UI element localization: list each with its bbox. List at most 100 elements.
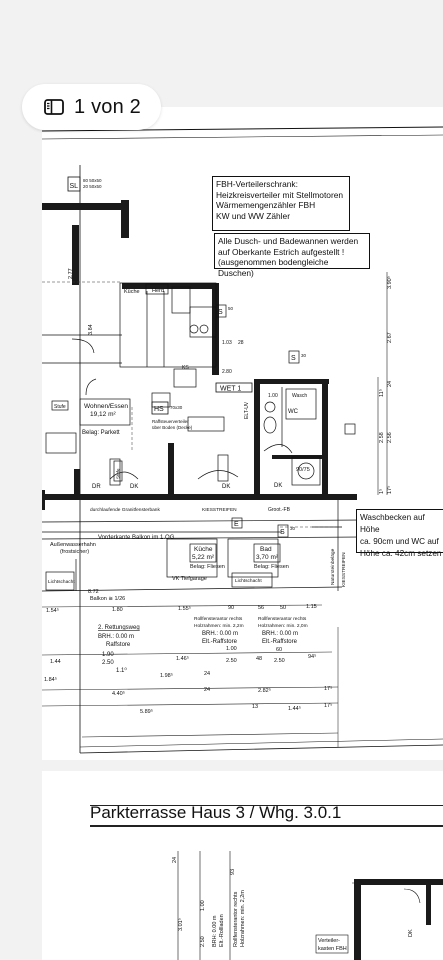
dim-vert-0: 3.90⁵ [386, 276, 393, 289]
dim-vert-2: 2.56 [387, 432, 393, 443]
dim-top-2: 2.80 [222, 369, 232, 375]
page2-title-top-rule [90, 805, 443, 806]
fbh-note: FBH-Verteilerschrank: Heizkreisverteiler… [212, 176, 350, 231]
p2-brh-1: BRH: 0.00 m [212, 915, 218, 947]
label-brh2-line3: BRH.: 0.00 m [202, 631, 238, 637]
dim-row1-1: 1.54⁵ [46, 607, 59, 614]
wasch-note-line-2: ca. 90cm und WC auf [360, 537, 439, 546]
p2-verteiler-2: kasten FBH [318, 946, 347, 952]
label-brh1-line1: BRH.: 0.00 m [98, 634, 134, 640]
label-s-mid: S [291, 355, 296, 362]
p2-rollf-2: Holzrahmen: min. 2,2m [240, 890, 246, 947]
label-s-mid-dims: 30 [301, 353, 307, 358]
label-brh3-line4: Elt.-Raffstore [262, 639, 298, 645]
dim-row6-3: 17⁵ [324, 702, 332, 709]
room-wohnen-floor: Belag: Parkett [82, 430, 120, 436]
dim-vert-5: 24 [387, 381, 393, 387]
label-bad-small: 1.00 [268, 393, 278, 399]
p2-dim-v-2: 2.50 [200, 936, 206, 947]
dim-row3-2: 48 [256, 656, 262, 662]
label-elt-uv: ELT-UV [244, 401, 250, 419]
room-kueche-name: Küche [194, 546, 213, 553]
page-indicator-button[interactable]: 1 von 2 [22, 84, 162, 130]
p2-dim-v-4: 24 [172, 857, 178, 863]
label-dk-right: DK [274, 483, 282, 489]
dim-row1-7: 1.15 [306, 604, 317, 610]
label-sl: SL [70, 183, 79, 190]
document-page-2[interactable]: Parkterrasse Haus 3 / Whg. 3.0.1 3.01⁵ 1… [42, 771, 443, 960]
dim-row6-1: 13 [252, 704, 258, 710]
label-s-bot: S [280, 529, 285, 536]
dusch-note-line-1: Alle Dusch- und Badewannen werden [218, 236, 359, 246]
dim-row3-1: 2.50 [226, 658, 237, 664]
dim-row4-2: 1.98⁵ [160, 672, 173, 679]
dim-row3-5: 94⁵ [308, 653, 316, 660]
label-naturstein: Natursteinbeläge [330, 548, 336, 585]
dim-top-1: 1.03 [222, 340, 232, 346]
label-brh2-line4: Elt.-Raffstore [202, 639, 238, 645]
dim-row4-0: 1.44 [50, 659, 61, 665]
label-brh2-line1: Rollfensterantor rechts [194, 616, 243, 622]
page-indicator-label: 1 von 2 [74, 95, 142, 118]
dim-left-vert-0: 2.77 [68, 268, 74, 279]
document-page-1[interactable]: SL 80 50x50 20 50x50 Küche Herd KS HS 70… [42, 107, 443, 760]
label-brh1-line2: Raffstore [106, 642, 131, 648]
dusch-note-line-3: (ausgenommen bodengleiche Duschen) [218, 257, 329, 278]
label-brh3-line2: Holzrahmen: min. 2,0m [258, 623, 308, 629]
label-kiesstreifen-mid: KIESSTREIFEN [202, 507, 237, 513]
label-sl-dims-1: 80 50x50 [83, 178, 102, 183]
dim-row3-0: 1.00 [226, 646, 237, 652]
label-e-box: E [234, 521, 239, 528]
dim-row1-2: 1.80 [112, 607, 123, 613]
dim-row1-5: 56 [258, 605, 264, 611]
dusch-note: Alle Dusch- und Badewannen werden auf Ob… [214, 233, 370, 278]
wasch-note-line-1: Waschbecken auf Höhe [360, 513, 425, 534]
dim-row6-2: 1.44⁵ [288, 705, 301, 712]
dim-row5-1: 4.40⁵ [112, 690, 125, 697]
dim-row1-0: 8.72 [88, 589, 99, 595]
fbh-note-line-3: Wärmemengenzähler FBH [216, 200, 316, 211]
dim-row4-1: 1.46⁵ [176, 655, 189, 662]
dim-row2-1: 2.50 [102, 660, 114, 666]
label-granitfensterbank: durchlaufende Granitfensterbank [90, 507, 160, 513]
label-groot: Groot.-FB [268, 507, 291, 513]
label-lichtschacht-right: Lichtschacht [235, 578, 262, 584]
fbh-note-line-4: KW und WW Zähler [216, 210, 290, 221]
label-aussenwasser-2: (frostsicher) [60, 549, 89, 555]
label-brh2-line2: Holzrahmen: min. 2,2m [194, 623, 244, 629]
label-hs-dims: 70x30 [170, 405, 183, 410]
label-kueche-box: Küche [124, 289, 140, 295]
label-dk-left: DK [130, 484, 138, 490]
dim-row4-3: 24 [204, 671, 210, 677]
room-kueche-floor: Belag: Fliesen [190, 564, 225, 570]
label-brh3-line3: BRH.: 0.00 m [262, 631, 298, 637]
dim-row1-3: 1.55⁵ [178, 605, 191, 612]
page2-drawing: 3.01⁵ 1.00 2.50 93 24 BRH: 0.00 m Elt.-R… [172, 851, 443, 960]
label-kiesstreifen-right: KIESSTREIFEN [341, 552, 347, 587]
dim-vert-3: 2.58 [379, 432, 385, 443]
label-s-top: S [218, 309, 223, 316]
dim-left-vert-1: 3.84 [88, 324, 94, 335]
p2-rollf-1: Rollfensterantor rechts [233, 891, 239, 947]
label-hs: HS [154, 406, 164, 413]
dim-row5-4: 17⁵ [324, 685, 332, 692]
label-ks: KS [182, 365, 189, 371]
dim-vert-4: 11⁵ [378, 389, 385, 397]
p2-dim-v-1: 1.00 [200, 900, 206, 911]
room-kueche-area: 5,22 m² [192, 554, 215, 561]
dim-vert-7: 17⁵ [386, 486, 393, 494]
label-wet: WET 1 [220, 386, 241, 393]
label-dusche: 90/75 [296, 467, 310, 473]
wasch-note-line-3: Höhe ca. 42cm setzen [360, 549, 442, 558]
label-s-bot-dims: 30 [290, 526, 296, 531]
dim-row3-3: 60 [276, 647, 282, 653]
floor-plan-drawing: SL 80 50x50 20 50x50 Küche Herd KS HS 70… [42, 126, 443, 754]
dim-row3-4: 2.50 [274, 658, 285, 664]
sidebar-icon [44, 99, 64, 115]
dim-vert-6: 1⁵ [378, 489, 385, 494]
fbh-note-line-2: Heizkreisverteiler mit Stellmotoren [216, 189, 344, 200]
label-dk-mid: DK [222, 484, 230, 490]
dim-row5-3: 2.82⁵ [258, 687, 271, 694]
label-aussenwasser-1: Außenwasserhahn [50, 542, 96, 548]
